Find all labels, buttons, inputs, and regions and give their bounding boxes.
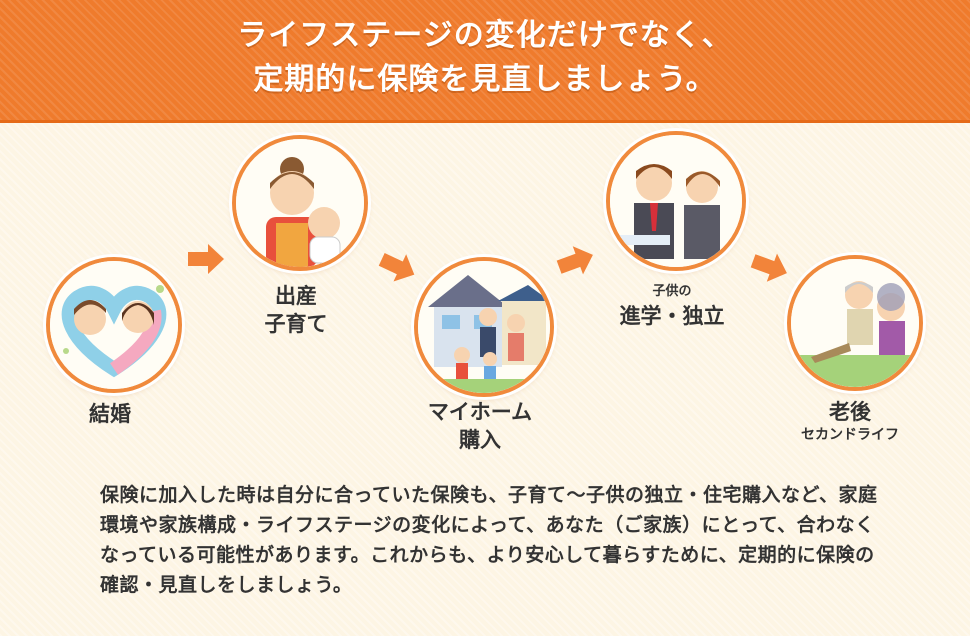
marriage-circle [46,257,182,393]
arrow-right-icon [556,246,593,275]
stage-label-retirement: 老後 [829,400,871,424]
stage-sublabel-retirement: セカンドライフ [801,427,899,443]
couple-heart-illustration [50,261,178,389]
stage-label-home: マイホーム 購入 [427,400,533,452]
page-title: ライフステージの変化だけでなく、 定期的に保険を見直しましょう。 [237,18,733,97]
childbirth-circle [232,135,368,271]
arrow-right-icon [188,244,224,274]
stage-sublabel-independence: 子供の [652,284,692,299]
stage-label-childbirth: 出産 子育て [264,284,328,336]
stage-label-independence: 進学・独立 [619,304,725,328]
independence-circle [606,131,746,271]
arrow-right-icon [750,253,787,282]
retirement-circle [787,255,923,391]
arrow-right-icon [378,253,415,282]
description-text: 保険に加入した時は自分に合っていた保険も、子育て〜子供の独立・住宅購入など、家庭… [100,484,878,596]
home-circle [414,257,554,397]
young-professionals-illustration [610,135,742,267]
header-banner: ライフステージの変化だけでなく、 定期的に保険を見直しましょう。 [0,0,970,123]
mother-baby-illustration [236,139,364,267]
stage-label-marriage: 結婚 [89,402,131,426]
elderly-couple-illustration [791,259,919,387]
family-house-illustration [418,261,550,393]
